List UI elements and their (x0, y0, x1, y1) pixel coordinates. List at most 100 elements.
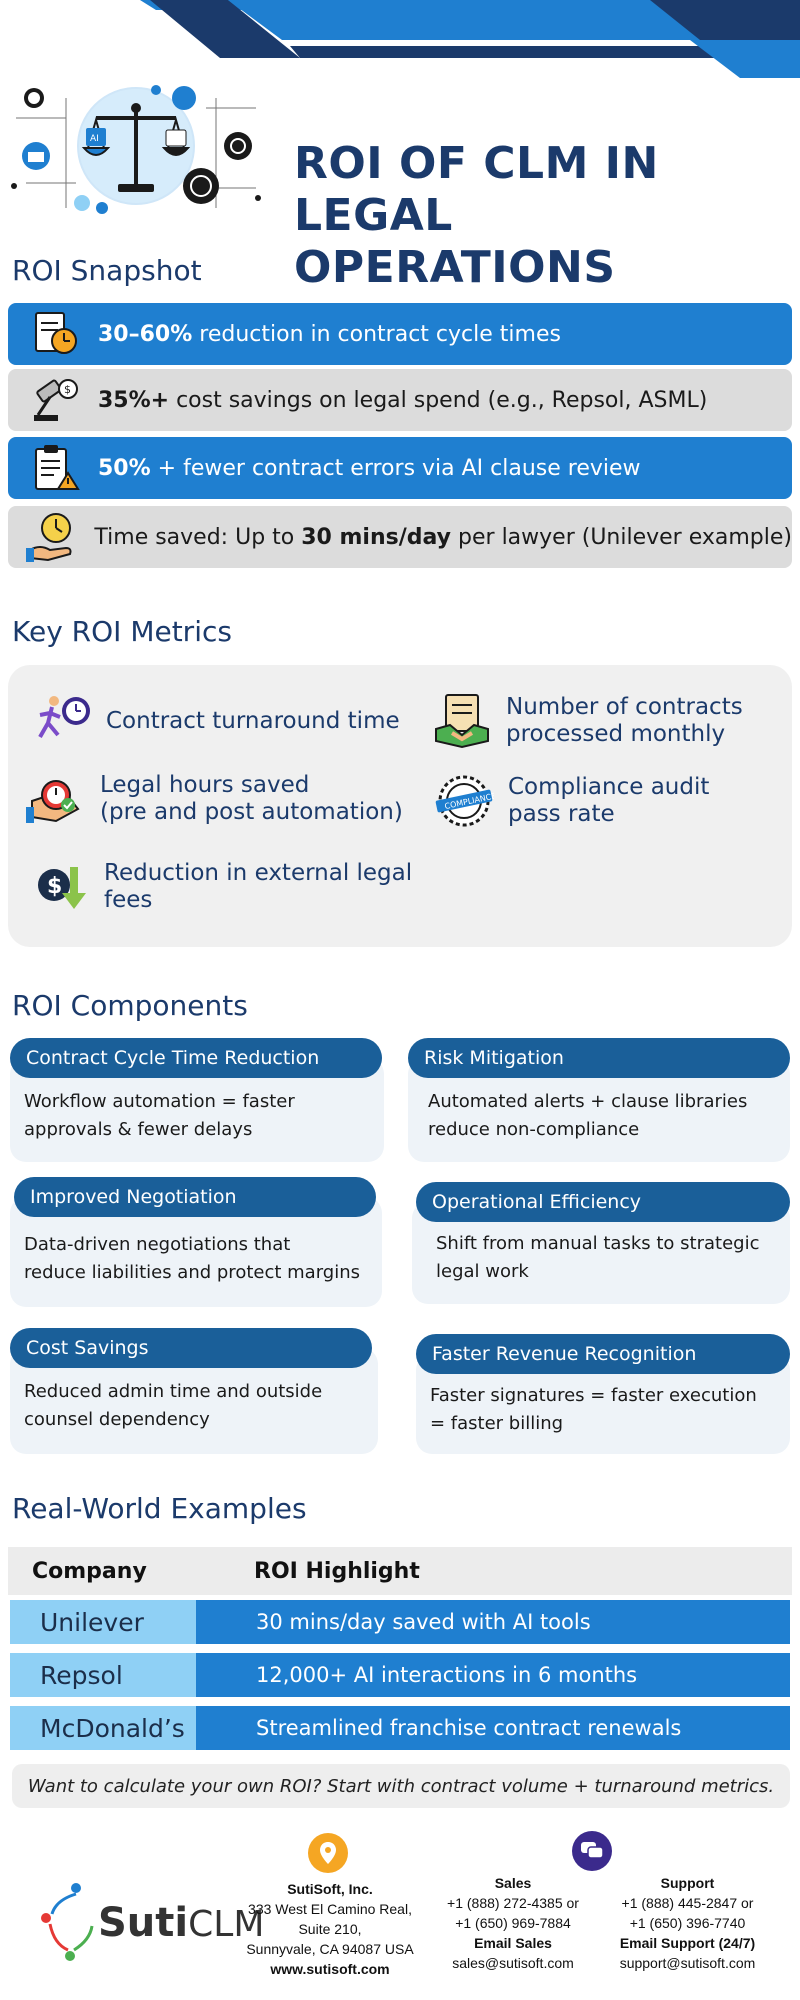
metric-label-line2: processed monthly (506, 721, 726, 747)
snapshot-item: 30–60% reduction in contract cycle times (8, 303, 792, 365)
support-info: Support +1 (888) 445-2847 or +1 (650) 39… (600, 1873, 775, 1973)
snapshot-value: 30 mins/day (301, 524, 452, 550)
component-description-line1: Shift from manual tasks to strategic (436, 1233, 760, 1254)
component-description-line1: Reduced admin time and outside (24, 1381, 323, 1402)
table-cell-company: Unilever (10, 1600, 196, 1644)
component-description: Automated alerts + clause libraries redu… (428, 1088, 747, 1144)
metric-label-line1: Legal hours saved (100, 772, 310, 798)
support-email-label: Email Support (24/7) (619, 1935, 756, 1951)
component-description: Workflow automation = faster approvals &… (24, 1088, 295, 1144)
logo-text-suti: Suti (98, 1900, 189, 1946)
metric-label: Legal hours saved (pre and post automati… (100, 772, 403, 826)
metric-label: Contract turnaround time (106, 708, 400, 735)
snapshot-label: per lawyer (Unilever example) (451, 524, 792, 550)
header-stripes (0, 0, 800, 80)
snapshot-value: 50% (98, 455, 151, 481)
support-phone-1: +1 (888) 445-2847 or (621, 1895, 754, 1911)
snapshot-item: $ 35%+ cost savings on legal spend (e.g.… (8, 369, 792, 431)
hero: AI ROI OF CLM IN LEGAL OPERATIONS (0, 60, 800, 293)
snapshot-text: 30–60% reduction in contract cycle times (98, 322, 561, 347)
sales-info: Sales +1 (888) 272-4385 or +1 (650) 969-… (428, 1873, 598, 1973)
sales-phone-1: +1 (888) 272-4385 or (447, 1895, 579, 1911)
section-title-snapshot: ROI Snapshot (12, 254, 202, 287)
company-address-line1: 333 West El Camino Real, (248, 1901, 412, 1917)
component-title: Contract Cycle Time Reduction (10, 1038, 382, 1078)
metric-label-line1: Number of contracts (506, 694, 743, 720)
cta-banner: Want to calculate your own ROI? Start wi… (12, 1764, 790, 1808)
sales-email-label: Email Sales (474, 1935, 552, 1951)
gavel-dollar-icon: $ (26, 371, 84, 429)
component-card: Risk Mitigation Automated alerts + claus… (408, 1038, 790, 1162)
snapshot-label: reduction in contract cycle times (192, 321, 561, 347)
component-description-line2: approvals & fewer delays (24, 1119, 253, 1140)
company-name: SutiSoft, Inc. (287, 1881, 373, 1897)
component-card: Operational Efficiency Shift from manual… (412, 1182, 790, 1304)
metric-label-line1: Contract turnaround time (106, 707, 400, 734)
snapshot-item: 50% + fewer contract errors via AI claus… (8, 437, 792, 499)
metrics-panel: Contract turnaround time Number of contr… (8, 665, 792, 947)
support-label: Support (660, 1875, 715, 1891)
dollar-down-arrow-icon: $ (24, 855, 96, 919)
table-row: McDonald’s Streamlined franchise contrac… (10, 1706, 790, 1750)
component-description-line1: Workflow automation = faster (24, 1091, 295, 1112)
footer: SutiCLM SutiSoft, Inc. 333 West El Camin… (0, 1825, 800, 2000)
metric-label-line2: fees (104, 887, 153, 913)
suticlm-logo: SutiCLM (36, 1870, 264, 1970)
company-address-line2: Suite 210, (298, 1921, 362, 1937)
column-header-highlight: ROI Highlight (254, 1559, 420, 1584)
svg-text:$: $ (64, 383, 71, 396)
snapshot-value: 35%+ (98, 387, 170, 413)
location-pin-icon (308, 1833, 348, 1873)
component-description-line1: Automated alerts + clause libraries (428, 1091, 748, 1112)
metric-label: Number of contracts processed monthly (506, 694, 743, 748)
component-description-line1: Faster signatures = faster execution (430, 1385, 757, 1406)
metric-label: Compliance audit pass rate (508, 774, 709, 828)
component-title: Cost Savings (10, 1328, 372, 1368)
hand-clock-icon (26, 508, 80, 566)
company-website-link[interactable]: www.sutisoft.com (270, 1961, 390, 1977)
component-description-line2: counsel dependency (24, 1409, 210, 1430)
support-phone-2: +1 (650) 396-7740 (629, 1915, 746, 1931)
metric-item: $ Reduction in external legal fees (24, 855, 412, 919)
component-description: Reduced admin time and outside counsel d… (24, 1378, 322, 1434)
snapshot-label: cost savings on legal spend (e.g., Repso… (169, 387, 708, 413)
legal-scales-illustration: AI (11, 85, 261, 214)
table-cell-company: McDonald’s (10, 1706, 196, 1750)
metric-label-line1: Reduction in external legal (104, 860, 413, 886)
component-card: Improved Negotiation Data-driven negotia… (10, 1177, 382, 1307)
sales-label: Sales (494, 1875, 532, 1891)
component-description-line2: = faster billing (430, 1413, 564, 1434)
table-row: Repsol 12,000+ AI interactions in 6 mont… (10, 1653, 790, 1697)
compliance-seal-icon: COMPLIANCE (428, 769, 500, 833)
component-card: Faster Revenue Recognition Faster signat… (416, 1334, 790, 1454)
section-title-components: ROI Components (12, 989, 248, 1022)
section-title-examples: Real-World Examples (12, 1492, 307, 1525)
support-email-link[interactable]: support@sutisoft.com (619, 1955, 756, 1971)
component-title: Risk Mitigation (408, 1038, 790, 1078)
component-description: Data-driven negotiations that reduce lia… (24, 1231, 360, 1287)
page-title: ROI OF CLM IN LEGAL OPERATIONS (294, 138, 784, 294)
component-description-line1: Data-driven negotiations that (24, 1234, 291, 1255)
table-row: Unilever 30 mins/day saved with AI tools (10, 1600, 790, 1644)
metric-item: Contract turnaround time (26, 689, 400, 753)
metric-label-line2: (pre and post automation) (100, 799, 403, 825)
checklist-warning-icon (26, 439, 84, 497)
chat-bubble-icon (572, 1831, 612, 1871)
component-title: Improved Negotiation (14, 1177, 376, 1217)
company-info: SutiSoft, Inc. 333 West El Camino Real, … (240, 1879, 420, 1979)
scales-of-justice-icon: AI (81, 103, 191, 192)
contract-clock-icon (26, 305, 84, 363)
svg-text:AI: AI (90, 134, 99, 144)
metric-item: Legal hours saved (pre and post automati… (20, 767, 403, 831)
metric-item: Number of contracts processed monthly (426, 689, 743, 753)
sales-email-link[interactable]: sales@sutisoft.com (452, 1955, 574, 1971)
component-description-line2: reduce liabilities and protect margins (24, 1262, 360, 1283)
company-address-line3: Sunnyvale, CA 94087 USA (246, 1941, 414, 1957)
logo-text: SutiCLM (98, 1900, 264, 1946)
component-title: Operational Efficiency (416, 1182, 790, 1222)
sales-phone-2: +1 (650) 969-7884 (455, 1915, 571, 1931)
snapshot-text: 50% + fewer contract errors via AI claus… (98, 456, 641, 481)
table-cell-highlight: 30 mins/day saved with AI tools (196, 1600, 790, 1644)
snapshot-prefix: Time saved: Up to (94, 524, 302, 550)
column-header-company: Company (32, 1559, 147, 1584)
